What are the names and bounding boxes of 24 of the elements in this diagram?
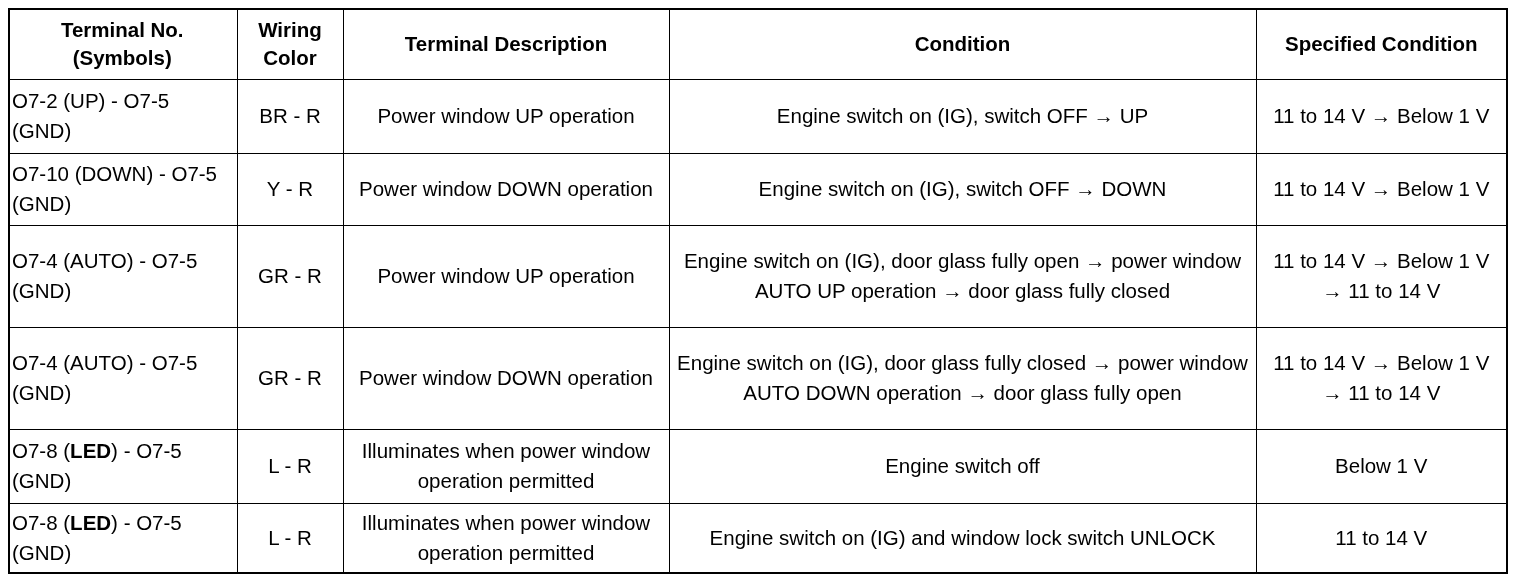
column-header: Condition [669,9,1256,79]
table-cell: Engine switch on (IG), door glass fully open → power window AUTO UP operation → door glass fully closed [669,225,1256,327]
table-cell: O7-4 (AUTO) - O7-5 (GND) [9,327,237,429]
table-cell: Power window DOWN operation [343,153,669,225]
table-cell: GR - R [237,225,343,327]
table-cell: BR - R [237,79,343,153]
table-cell: Power window UP operation [343,225,669,327]
table-cell: O7-2 (UP) - O7-5 (GND) [9,79,237,153]
table-cell: O7-10 (DOWN) - O7-5 (GND) [9,153,237,225]
table-cell: O7-4 (AUTO) - O7-5 (GND) [9,225,237,327]
column-header: Wiring Color [237,9,343,79]
table-cell: Engine switch off [669,429,1256,503]
table-cell: Engine switch on (IG), switch OFF → DOWN [669,153,1256,225]
table-cell: GR - R [237,327,343,429]
table-cell: Engine switch on (IG), switch OFF → UP [669,79,1256,153]
table-cell: Power window DOWN operation [343,327,669,429]
table-cell: L - R [237,429,343,503]
column-header: Terminal Description [343,9,669,79]
table-cell: Engine switch on (IG), door glass fully closed → power window AUTO DOWN operation → door glass fully open [669,327,1256,429]
table-cell: Illuminates when power window operation permitted [343,429,669,503]
table-cell: Y - R [237,153,343,225]
table-cell: O7-8 (LED) - O7-5 (GND) [9,429,237,503]
table-cell: Power window UP operation [343,79,669,153]
column-header: Terminal No. (Symbols) [9,9,237,79]
